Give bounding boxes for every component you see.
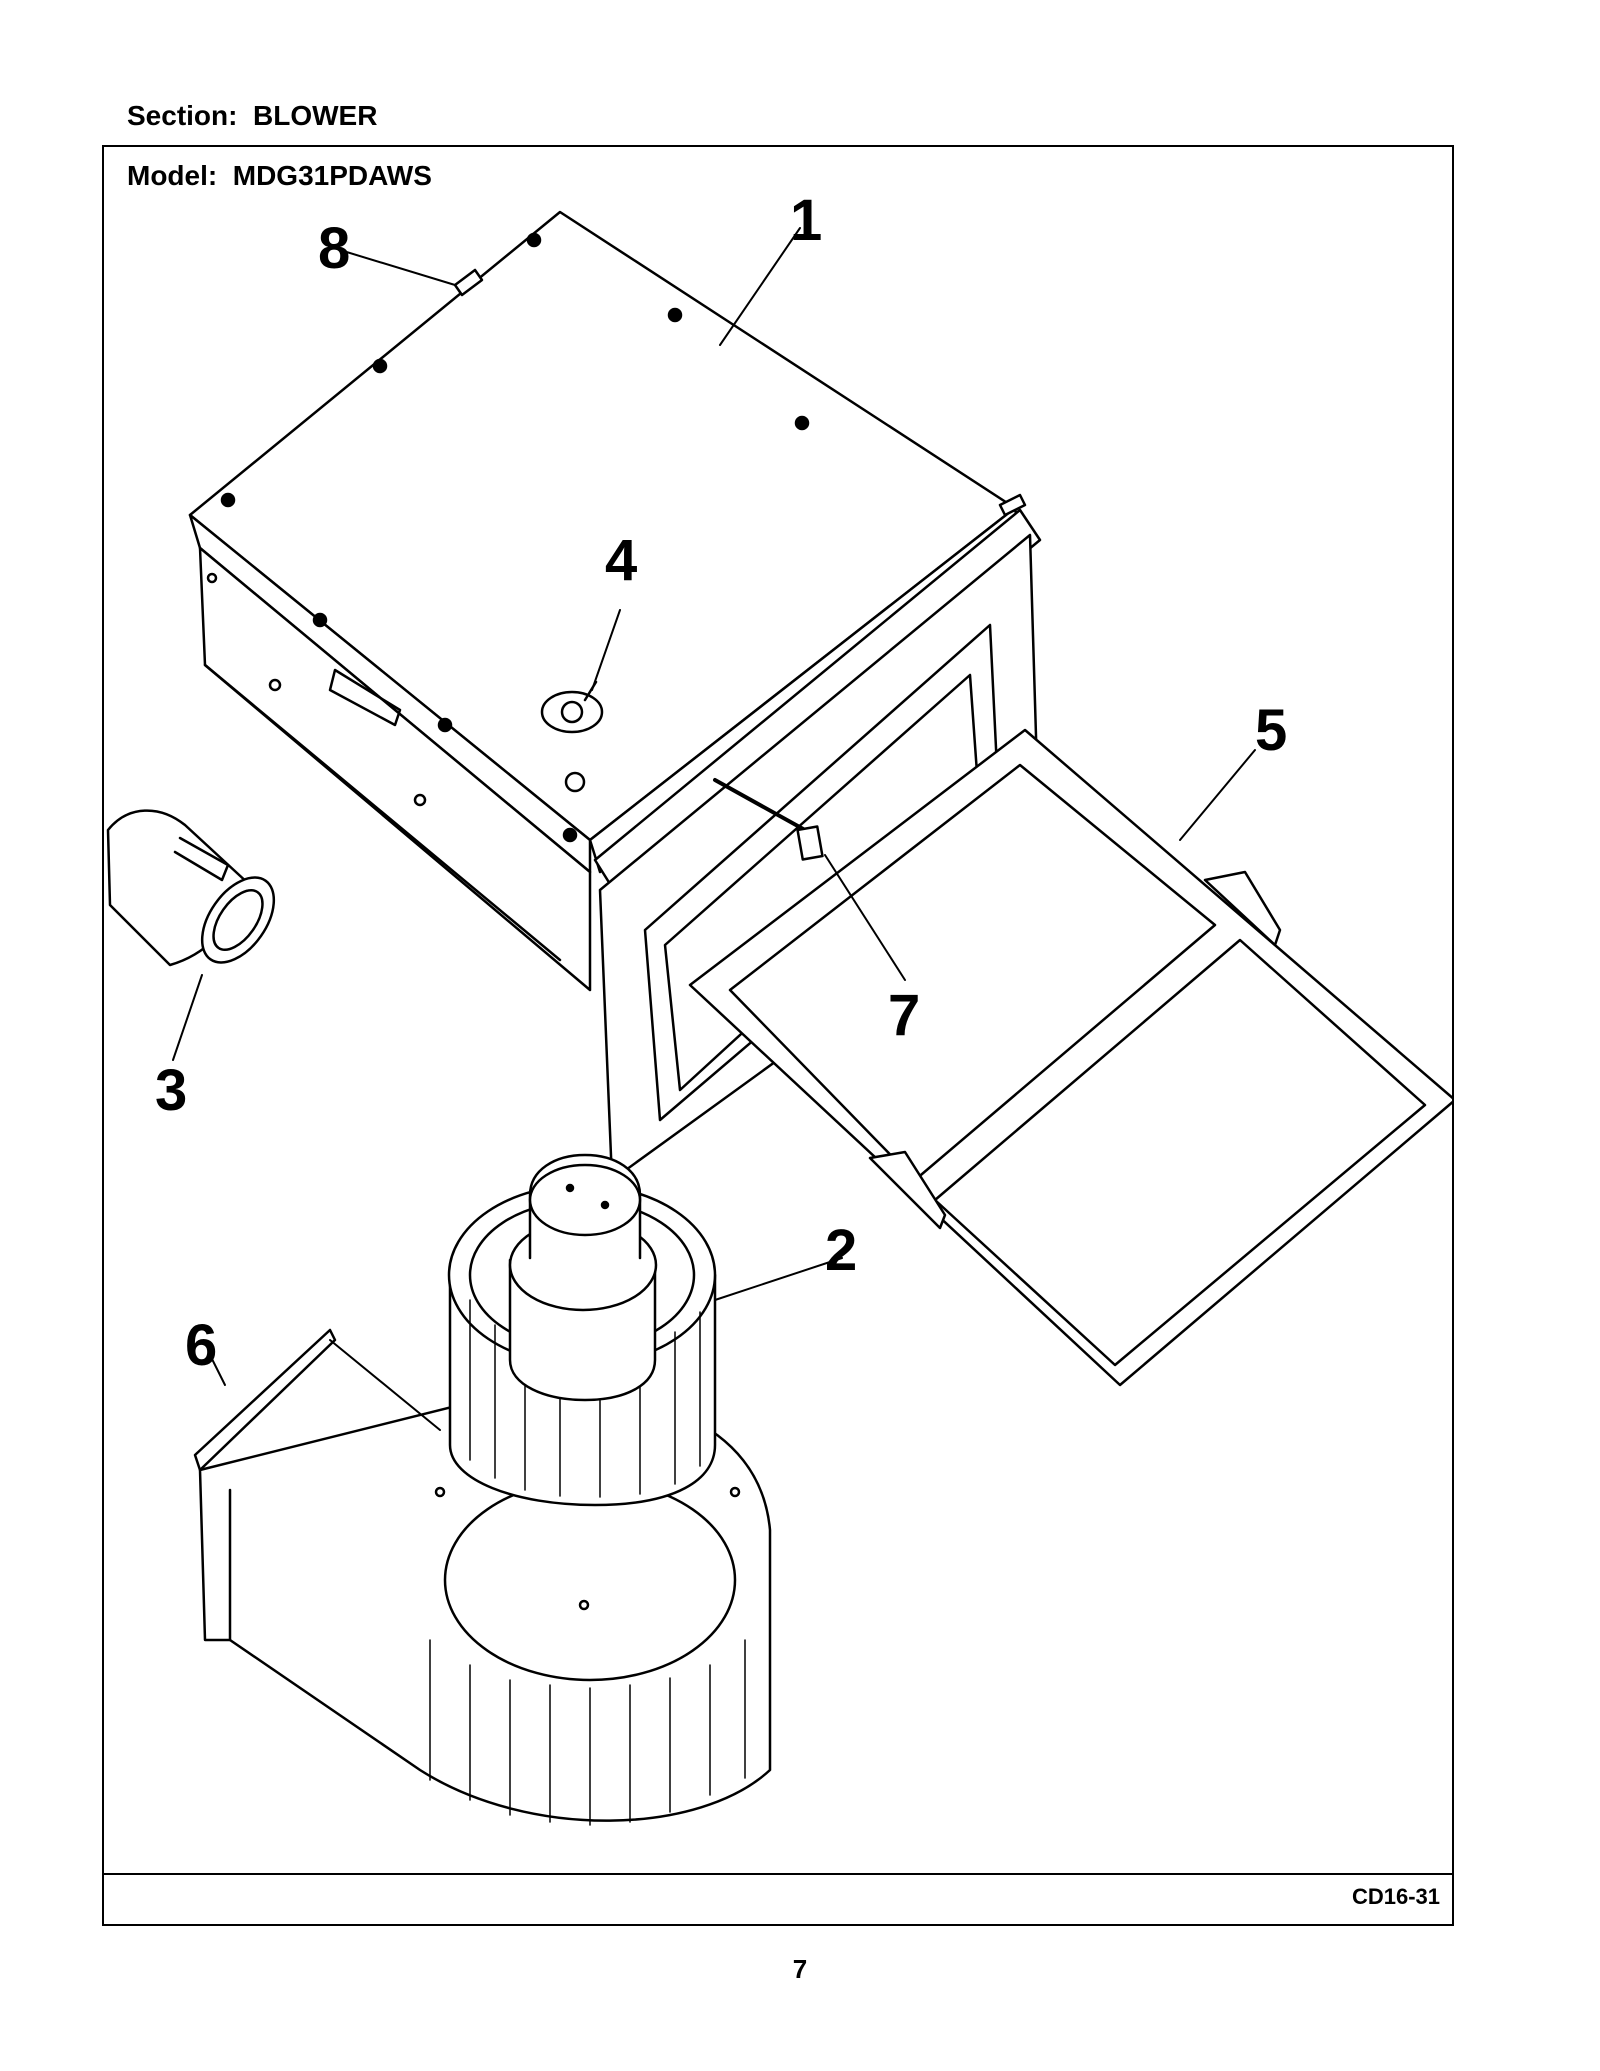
section-title: Section: BLOWER [127, 100, 378, 131]
callout-4: 4 [605, 528, 637, 593]
diagram-frame [102, 145, 1454, 1926]
callout-6: 6 [185, 1313, 217, 1378]
blower-exploded-diagram: 1 2 3 4 5 6 7 8 [106, 188, 1452, 1826]
blower-wheel-part [434, 1153, 741, 1611]
callout-3: 3 [155, 1058, 187, 1123]
capacitor-part [106, 809, 276, 967]
filter-switch-part [713, 778, 824, 861]
callout-7: 7 [888, 983, 920, 1048]
lint-screen-part [688, 728, 1452, 1387]
model-title: Model: MDG31PDAWS [127, 160, 432, 191]
page-number: 7 [792, 1954, 808, 1984]
leader-lines [172, 227, 1256, 1431]
callout-2: 2 [825, 1218, 857, 1283]
callout-1: 1 [790, 188, 822, 253]
diagram-code: CD16-31 [1351, 1884, 1440, 1909]
bracket-part [453, 268, 484, 297]
footer-divider [102, 1873, 1454, 1875]
callout-8: 8 [318, 216, 350, 281]
callout-5: 5 [1255, 698, 1287, 763]
